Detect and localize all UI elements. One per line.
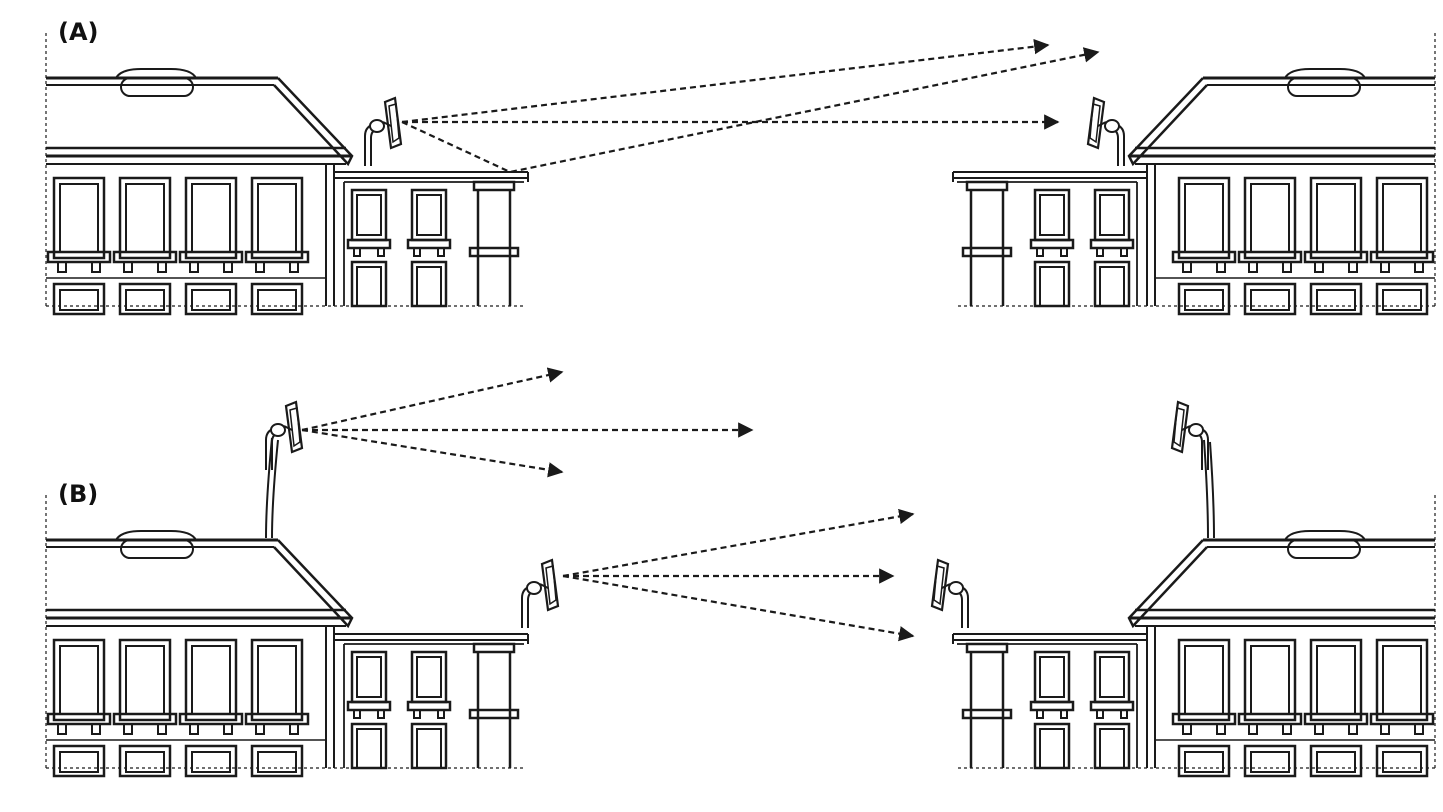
signal-arrow-icon [301,367,915,642]
building-a-right [953,33,1435,314]
building-b-right [953,495,1435,776]
dish-antenna-icon [520,558,560,630]
dish-antenna-icon [930,558,970,630]
building-a-left [46,33,528,314]
panel-a [46,33,1435,314]
dish-antenna-icon [1170,400,1215,539]
panel-label-a: (A) [58,18,99,46]
building-b-left [46,495,528,776]
panel-b [46,367,1435,776]
dish-antenna-icon [264,400,304,539]
signal-arrow-icon [401,38,1100,174]
dish-antenna-icon [1086,96,1126,168]
dish-antenna-icon [363,96,403,168]
panel-label-b: (B) [58,480,99,508]
